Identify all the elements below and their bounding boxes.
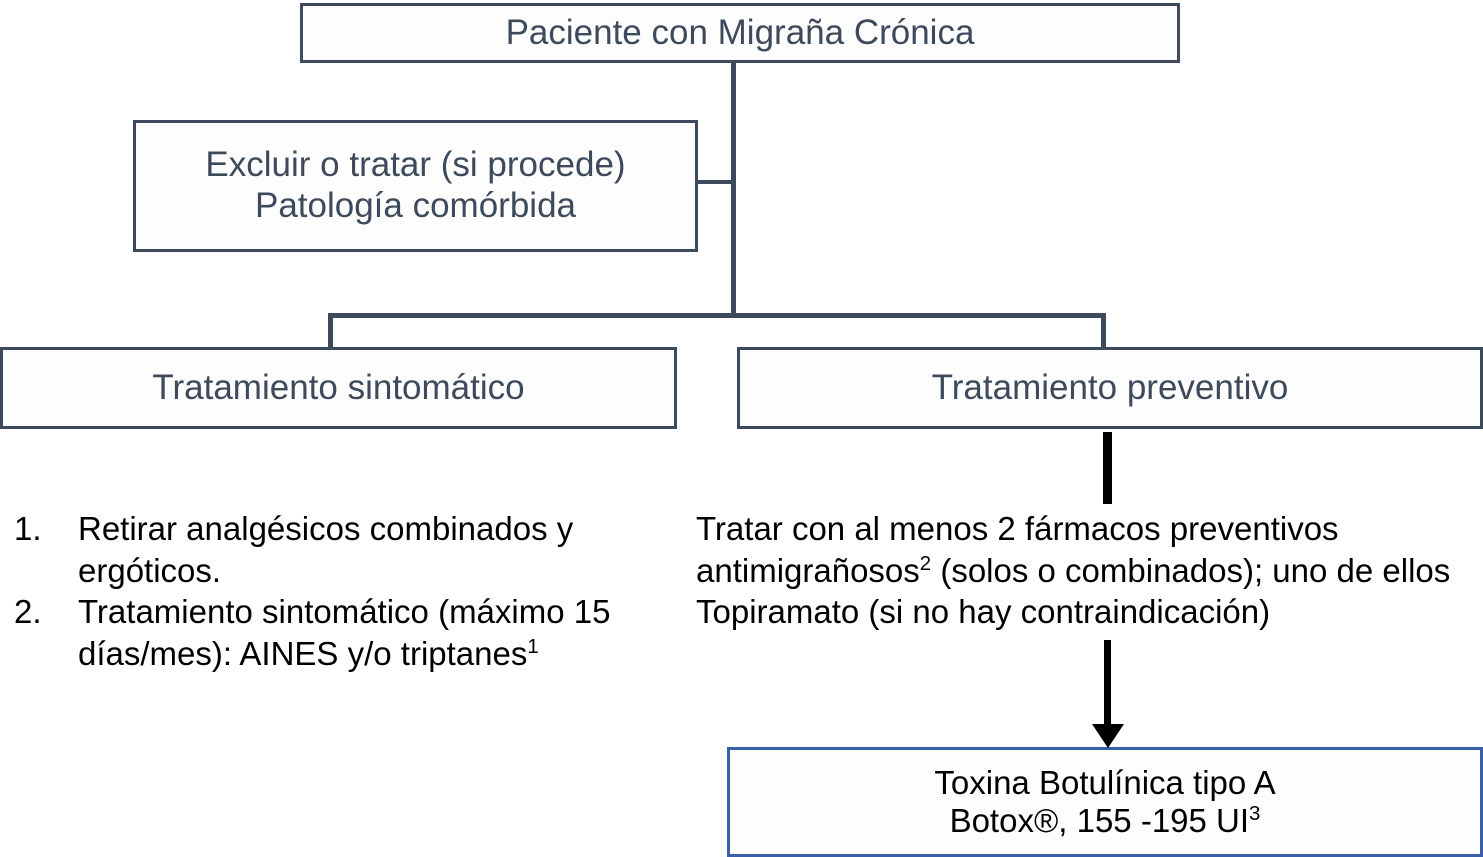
- node-comorbid-line1: Excluir o tratar (si procede): [205, 145, 626, 185]
- preventive-treatment-text: Tratar con al menos 2 fármacos preventiv…: [696, 508, 1483, 633]
- node-toxina-botulinica: Toxina Botulínica tipo A Botox®, 155 -19…: [727, 747, 1483, 857]
- node-tratamiento-preventivo: Tratamiento preventivo: [737, 347, 1483, 429]
- node-sintomatico-label: Tratamiento sintomático: [152, 367, 525, 407]
- node-botox-line2: Botox®, 155 -195 UI: [949, 802, 1250, 839]
- arrow-to-botox-shaft: [1104, 640, 1111, 732]
- list-item: 1. Retirar analgésicos combinados y ergó…: [6, 508, 696, 591]
- node-botox-superscript: 3: [1249, 802, 1261, 825]
- symptomatic-treatment-list: 1. Retirar analgésicos combinados y ergó…: [6, 508, 696, 674]
- connector-drop-to-sintomatico: [328, 313, 333, 349]
- numbered-list: 1. Retirar analgésicos combinados y ergó…: [6, 508, 696, 674]
- node-botox-line1: Toxina Botulínica tipo A: [934, 763, 1276, 801]
- node-comorbid-text: Excluir o tratar (si procede) Patología …: [136, 145, 695, 226]
- preventive-text-part2: (solos o combinados); uno de ellos Topir…: [696, 551, 1451, 631]
- list-item-text: Tratamiento sintomático (máximo 15 días/…: [78, 593, 611, 672]
- node-paciente-migrana-cronica: Paciente con Migraña Crónica: [300, 3, 1180, 63]
- list-item-marker: 2.: [14, 593, 42, 631]
- connector-split-horizontal: [328, 313, 1106, 318]
- list-item-text: Retirar analgésicos combinados y ergótic…: [78, 510, 574, 589]
- node-tratamiento-sintomatico: Tratamiento sintomático: [0, 347, 677, 429]
- list-item-superscript: 1: [527, 634, 539, 658]
- node-comorbid-line2: Patología comórbida: [254, 186, 577, 225]
- node-paciente-label: Paciente con Migraña Crónica: [505, 12, 975, 52]
- connector-preventivo-rule: [1103, 432, 1112, 504]
- list-item-marker: 1.: [14, 510, 42, 547]
- connector-trunk-vertical: [731, 63, 736, 315]
- preventive-text-superscript: 2: [919, 551, 932, 575]
- arrow-to-botox-head-icon: [1092, 724, 1124, 748]
- node-excluir-patologia-comorbida: Excluir o tratar (si procede) Patología …: [133, 120, 698, 252]
- connector-drop-to-preventivo: [1101, 313, 1106, 349]
- list-item: 2. Tratamiento sintomático (máximo 15 dí…: [6, 591, 696, 674]
- node-botox-text: Toxina Botulínica tipo A Botox®, 155 -19…: [730, 764, 1480, 841]
- preventive-text-part1: Tratar con al menos 2 fármacos preventiv…: [696, 510, 1339, 589]
- connector-comorbid-stub: [698, 180, 734, 184]
- node-preventivo-label: Tratamiento preventivo: [931, 367, 1289, 407]
